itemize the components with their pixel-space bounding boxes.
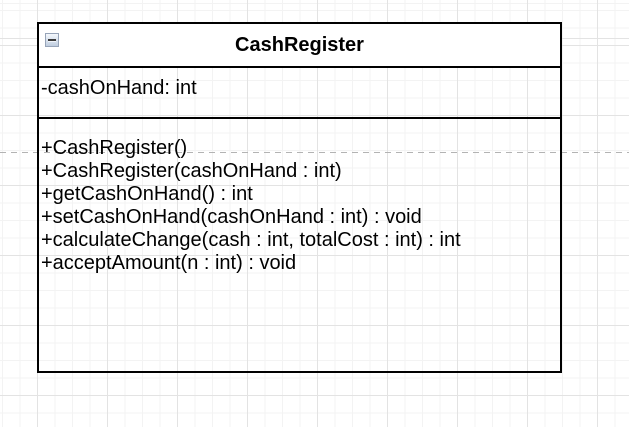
method-item: +calculateChange(cash : int, totalCost :… [41, 229, 461, 251]
class-attributes-section: -cashOnHand: int [39, 68, 560, 119]
class-header: CashRegister [39, 24, 560, 68]
class-methods-section: +CashRegister()+CashRegister(cashOnHand … [39, 119, 560, 369]
method-item: +CashRegister(cashOnHand : int) [41, 160, 342, 182]
method-item: +acceptAmount(n : int) : void [41, 252, 297, 274]
attribute-item: -cashOnHand: int [41, 77, 197, 99]
uml-class-box[interactable]: CashRegister -cashOnHand: int +CashRegis… [37, 22, 562, 373]
method-item: +getCashOnHand() : int [41, 183, 253, 205]
minus-glyph [48, 38, 56, 42]
class-title: CashRegister [235, 33, 364, 56]
page-boundary-dashed-line [0, 152, 629, 153]
method-item: +setCashOnHand(cashOnHand : int) : void [41, 206, 422, 228]
collapse-minus-icon[interactable] [45, 33, 59, 47]
method-item: +CashRegister() [41, 137, 188, 159]
